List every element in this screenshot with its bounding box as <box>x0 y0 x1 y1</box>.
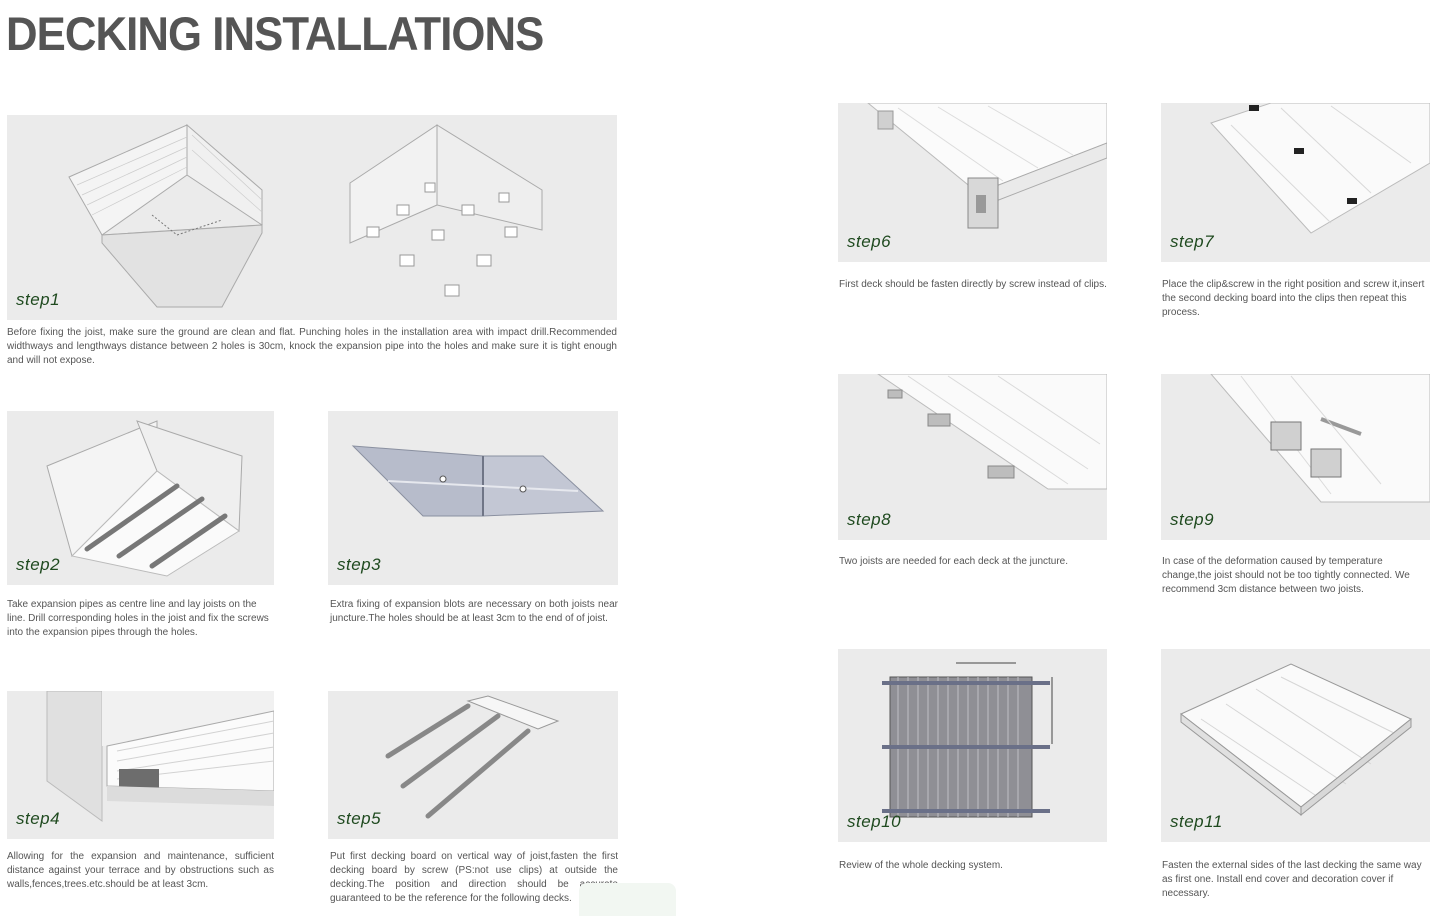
step7-caption: Place the clip&screw in the right positi… <box>1162 279 1425 318</box>
step4-illustration: step4 <box>7 691 274 839</box>
step11-caption: Fasten the external sides of the last de… <box>1162 860 1422 899</box>
step9-illustration: step9 <box>1161 374 1430 540</box>
step10-illustration: step10 <box>838 649 1107 842</box>
step2-label: step2 <box>16 555 61 574</box>
step11-drawing <box>1180 663 1412 817</box>
bottom-tab-shape <box>579 883 676 916</box>
step7-label: step7 <box>1170 232 1215 251</box>
step2-drawing <box>46 420 243 577</box>
page-title: DECKING INSTALLATIONS <box>6 7 544 60</box>
step4-caption: Allowing for the expansion and maintenan… <box>7 851 274 890</box>
step2-caption: Take expansion pipes as centre line and … <box>7 599 269 638</box>
step8-label: step8 <box>847 510 892 529</box>
step1-drawing <box>68 123 543 308</box>
step6-drawing <box>867 103 1107 229</box>
step2-illustration: step2 <box>7 411 274 585</box>
step8-illustration: step8 <box>838 374 1107 540</box>
step1-illustration: step1 <box>7 115 617 320</box>
step3-label: step3 <box>337 555 382 574</box>
step1-caption: Before fixing the joist, make sure the g… <box>7 327 617 366</box>
step6-illustration: step6 <box>838 103 1107 262</box>
step11-illustration: step11 <box>1161 649 1430 842</box>
step5-illustration: step5 <box>328 691 618 839</box>
step5-caption: Put first decking board on vertical way … <box>330 851 618 904</box>
step9-label: step9 <box>1170 510 1215 529</box>
step8-caption: Two joists are needed for each deck at t… <box>839 556 1069 567</box>
step9-drawing <box>1210 374 1430 503</box>
step10-drawing <box>882 662 1053 818</box>
step3-caption: Extra fixing of expansion blots are nece… <box>330 599 618 624</box>
step7-illustration: step7 <box>1161 103 1430 262</box>
step6-label: step6 <box>847 232 892 251</box>
step7-drawing <box>1210 103 1430 234</box>
step1-label: step1 <box>16 290 61 309</box>
step10-caption: Review of the whole decking system. <box>839 860 1003 871</box>
step4-label: step4 <box>16 809 61 828</box>
step8-drawing <box>877 374 1107 490</box>
step5-label: step5 <box>337 809 382 828</box>
step9-caption: In case of the deformation caused by tem… <box>1162 556 1410 595</box>
step4-drawing <box>46 691 274 822</box>
step6-caption: First deck should be fasten directly by … <box>839 279 1107 290</box>
step11-label: step11 <box>1170 812 1223 831</box>
step5-drawing <box>385 695 560 819</box>
step10-label: step10 <box>847 812 902 831</box>
step3-illustration: step3 <box>328 411 618 585</box>
step3-drawing <box>351 445 605 517</box>
